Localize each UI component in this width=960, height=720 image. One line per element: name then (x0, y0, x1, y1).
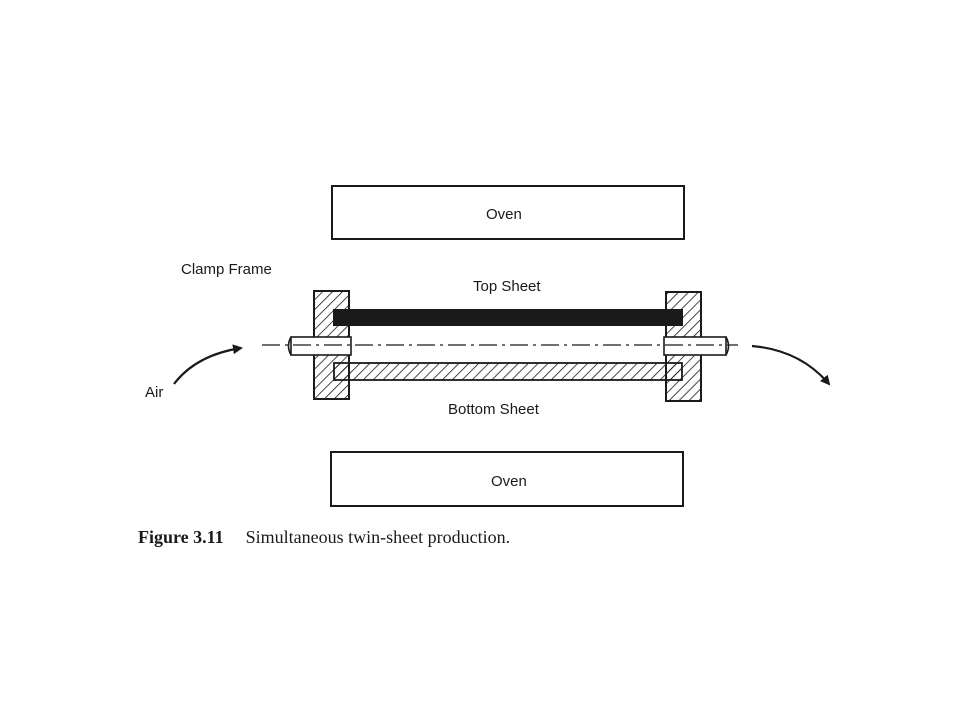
right-air-pipe (663, 336, 730, 356)
bottom-sheet-label: Bottom Sheet (448, 401, 539, 418)
left-air-pipe (287, 336, 352, 356)
air-label: Air (145, 384, 164, 401)
figure-number: Figure 3.11 (138, 527, 224, 547)
top-oven-label: Oven (486, 206, 522, 223)
top-oven-box (331, 185, 685, 240)
figure-caption-text: Simultaneous twin-sheet production. (245, 527, 511, 547)
air-out-arrow (751, 344, 831, 386)
bottom-sheet-bar (333, 362, 683, 381)
figure-caption: Figure 3.11 Simultaneous twin-sheet produ… (138, 527, 510, 548)
top-sheet-bar (333, 309, 683, 326)
bottom-oven-box (330, 451, 684, 507)
top-sheet-label: Top Sheet (473, 278, 541, 295)
air-in-arrow (173, 344, 243, 385)
clamp-frame-label: Clamp Frame (181, 261, 272, 278)
bottom-oven-label: Oven (491, 473, 527, 490)
